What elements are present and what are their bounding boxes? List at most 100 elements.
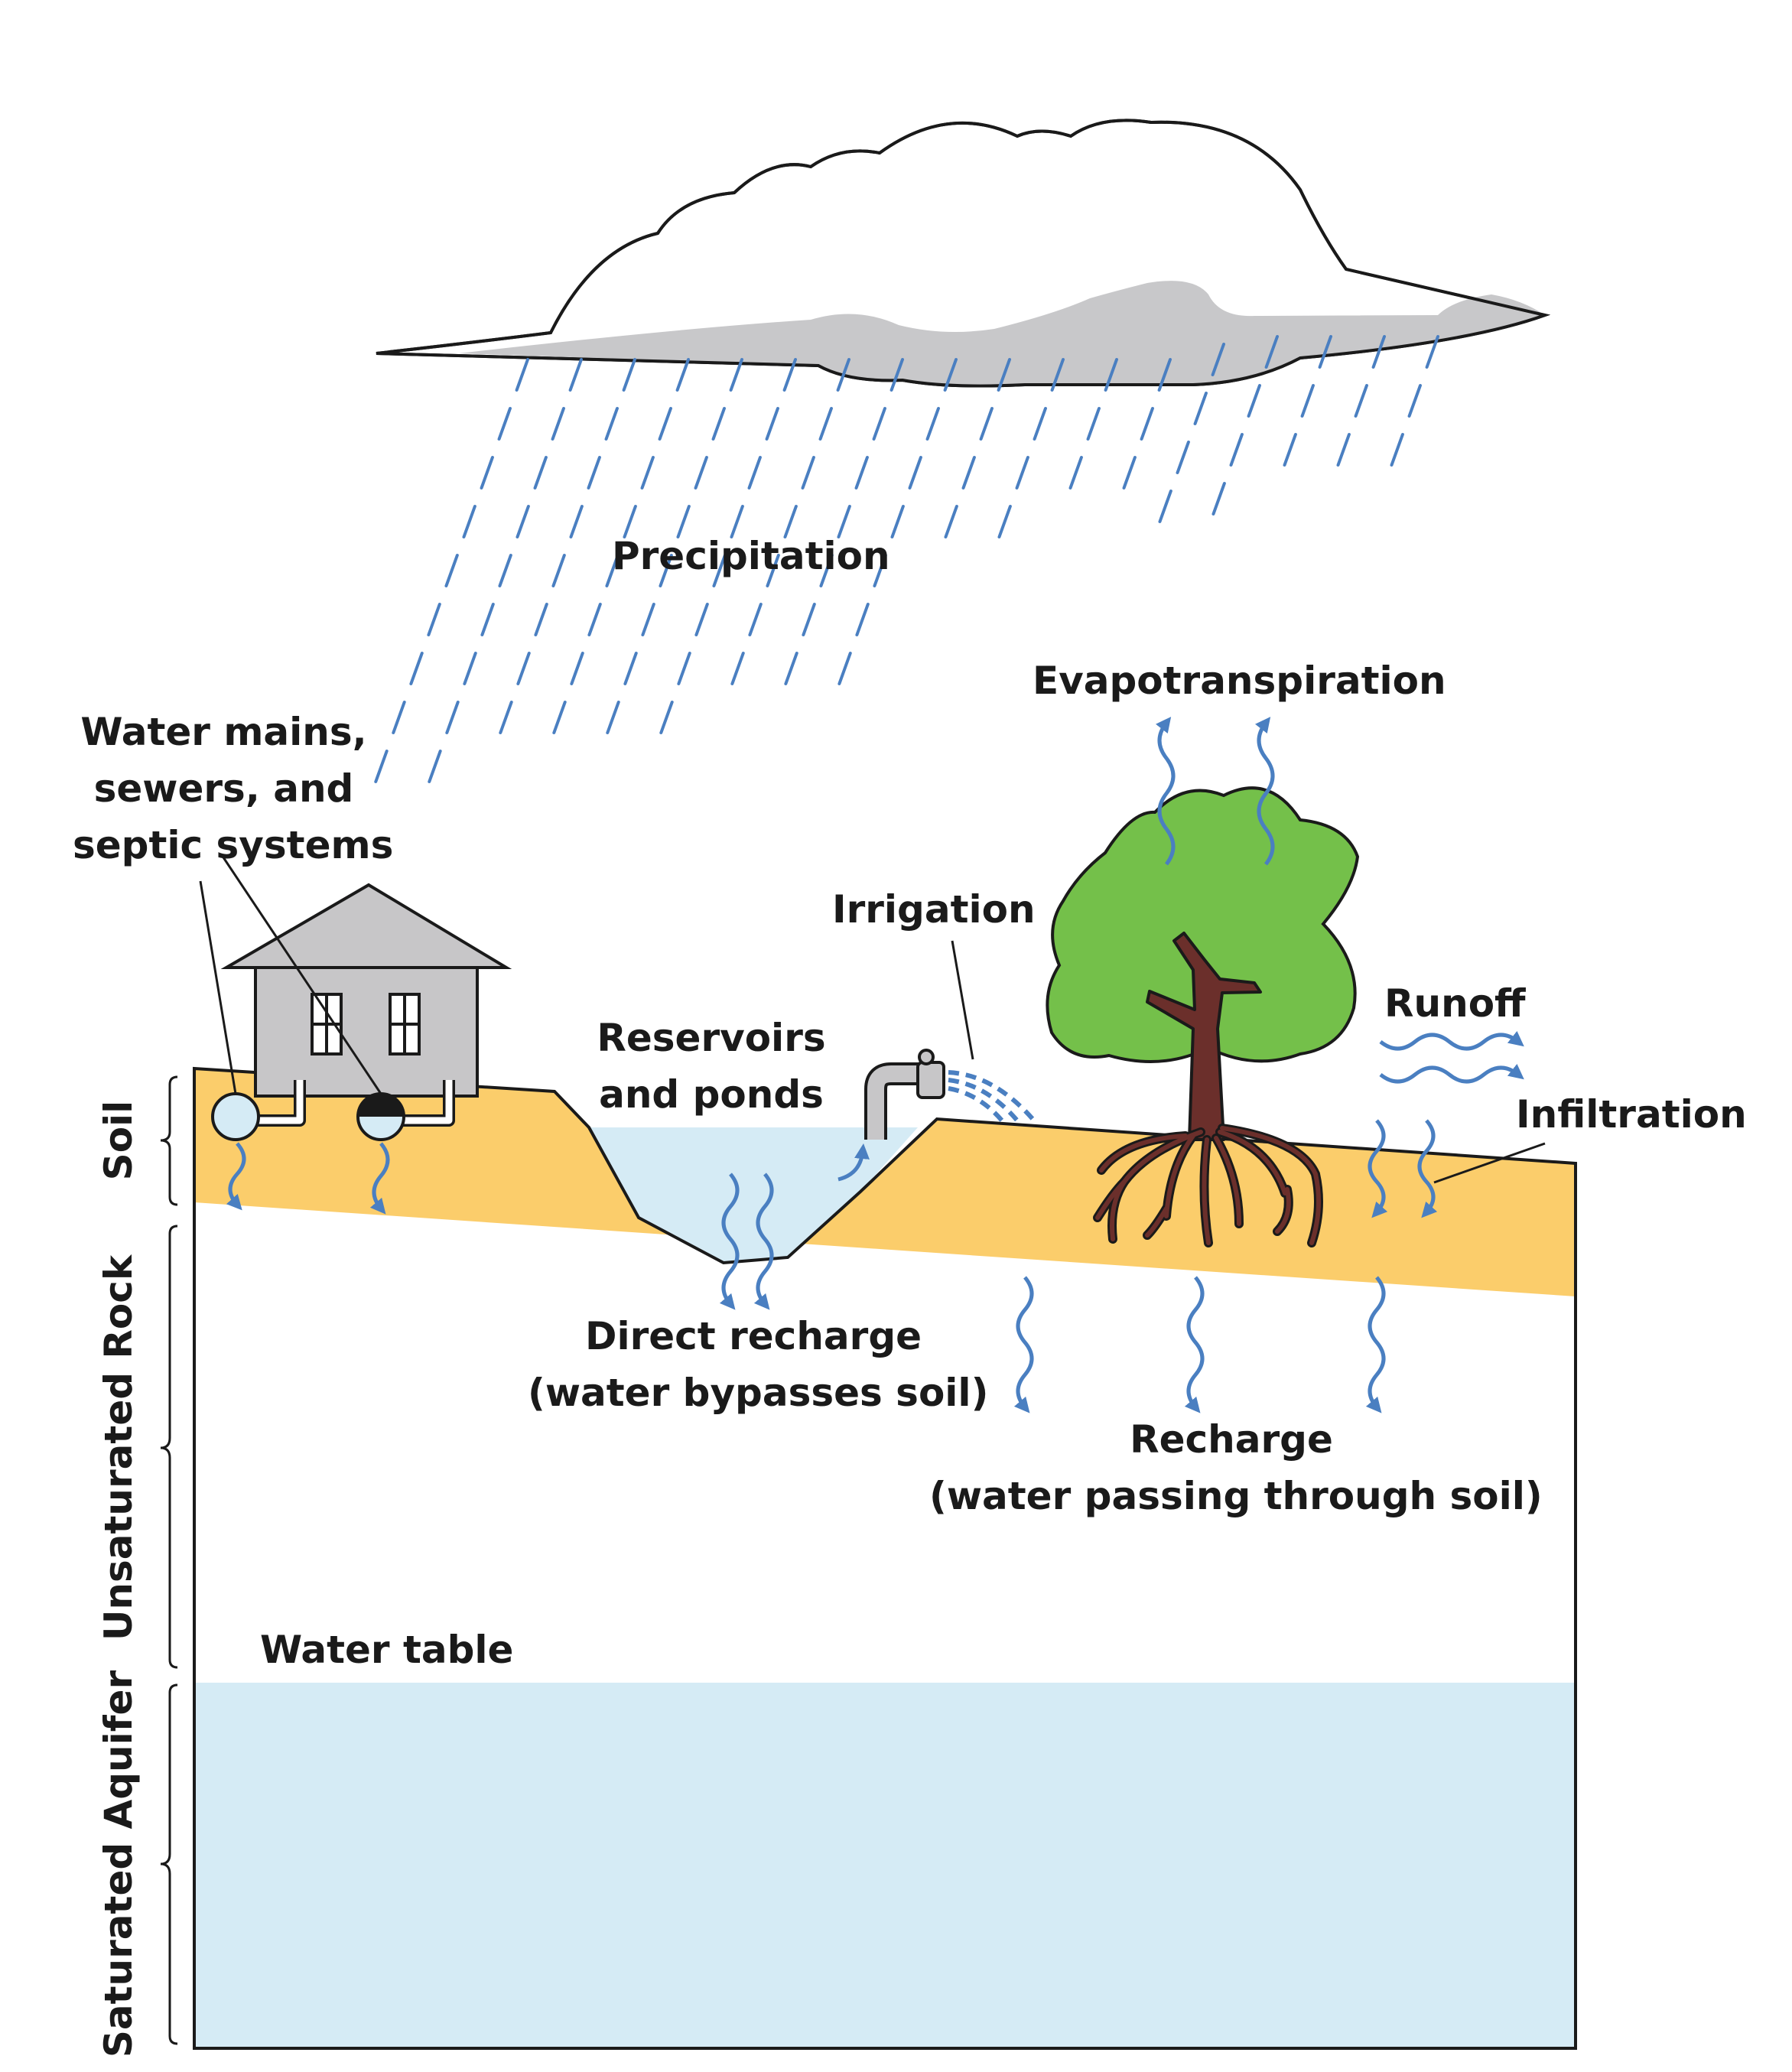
label-water-table: Water table	[260, 1628, 514, 1672]
rain-streak	[925, 407, 940, 441]
rain-streak	[515, 358, 529, 392]
label-reservoirs-line1: Reservoirs	[597, 1016, 826, 1060]
rain-streak	[1407, 384, 1422, 418]
layer-braces	[160, 1075, 178, 2045]
runoff-arrow	[1379, 1063, 1524, 1084]
rain-streak	[675, 358, 690, 392]
rain-streak	[1068, 456, 1083, 490]
rain-streak	[1015, 456, 1029, 490]
rain-streak	[641, 603, 655, 636]
rain-streak	[730, 505, 744, 538]
rain-streak	[569, 505, 584, 538]
rain-streak	[979, 407, 994, 441]
rain-streak	[818, 407, 833, 441]
cloud-outline	[376, 119, 1551, 388]
saturated-aquifer-zone	[194, 1683, 1576, 2048]
rain-streak	[499, 701, 513, 734]
rain-streak	[428, 750, 442, 783]
faucet-head	[916, 1061, 945, 1099]
rain-streak	[605, 554, 620, 587]
saturated-aquifer-brace	[160, 1683, 178, 2045]
label-direct-recharge: Direct recharge (water bypasses soil)	[528, 1308, 989, 1421]
rain-streak	[1157, 358, 1172, 392]
rain-streak	[1264, 335, 1279, 369]
rain-streak	[427, 603, 441, 636]
house-window-left	[311, 993, 343, 1056]
rain-streak	[873, 554, 887, 587]
pipe-leak-arrow	[226, 1142, 246, 1211]
rain-streak	[606, 701, 620, 734]
layer-label-soil: Soil	[96, 1100, 141, 1181]
rain-streak	[694, 603, 709, 636]
rain-streak	[534, 603, 548, 636]
rain-streak	[533, 456, 548, 490]
rain-streak	[1300, 384, 1315, 418]
rain-streak	[1425, 335, 1439, 369]
rain-streak	[1229, 433, 1244, 467]
pipe-leak-arrow	[369, 1142, 390, 1215]
rain-streak	[640, 456, 655, 490]
cloud-shade	[459, 281, 1545, 386]
irrigation-to-pond-arrow	[837, 1143, 870, 1182]
rain-streak	[568, 358, 583, 392]
rain-streak	[445, 701, 460, 734]
leader-water-main	[199, 880, 237, 1095]
rain-streak	[872, 407, 886, 441]
tree-canopy	[1046, 786, 1360, 1063]
rain-streak	[587, 603, 602, 636]
label-runoff: Runoff	[1384, 981, 1526, 1026]
leader-lines	[199, 854, 1546, 1184]
rain-streak	[1176, 441, 1190, 474]
label-direct-recharge-line1: Direct recharge	[584, 1314, 922, 1358]
rain-streak	[676, 505, 691, 538]
rain-streak	[730, 652, 745, 685]
rain-streak	[498, 554, 512, 587]
label-infiltration: Infiltration	[1516, 1092, 1747, 1137]
rain-streak	[1247, 384, 1261, 418]
label-reservoirs-line2: and ponds	[599, 1072, 824, 1117]
house-roof	[220, 883, 512, 969]
rain-streak	[1354, 384, 1368, 418]
evapotranspiration-arrow	[1155, 717, 1176, 866]
label-precipitation: Precipitation	[612, 534, 890, 578]
rain-streak	[551, 407, 565, 441]
rain-streak	[516, 652, 531, 685]
label-reservoirs: Reservoirs and ponds	[589, 1010, 834, 1123]
rain-streak	[1283, 433, 1297, 467]
rain-streak	[766, 554, 780, 587]
label-direct-recharge-line2: (water bypasses soil)	[528, 1371, 989, 1415]
rain-streak	[409, 652, 424, 685]
leader-irrigation	[951, 940, 974, 1060]
rain-streak	[659, 701, 674, 734]
rain-streak	[374, 750, 389, 783]
infiltration-arrow	[1417, 1119, 1438, 1218]
rain-streak	[480, 603, 495, 636]
rain-streak	[497, 407, 512, 441]
leader-infiltration	[1433, 1142, 1546, 1184]
evapotranspiration-arrow	[1254, 717, 1275, 866]
rain-streak	[1140, 407, 1154, 441]
rain-streak	[837, 505, 851, 538]
ground-outline	[193, 1066, 1577, 2050]
rain-streak	[444, 554, 459, 587]
soil-layer	[194, 1069, 1576, 1296]
rain-streak	[854, 456, 869, 490]
unsaturated-rock-brace	[160, 1225, 178, 1669]
rain-streak	[961, 456, 976, 490]
ground-block	[193, 1066, 1577, 2050]
soil-brace	[160, 1075, 178, 1206]
tree	[1046, 786, 1360, 1247]
layer-label-saturated-aquifer: Saturated Aquifer	[96, 1670, 141, 2058]
rain-streak	[587, 456, 601, 490]
rain-streak	[997, 505, 1012, 538]
rain-streak	[552, 701, 567, 734]
rain-streak	[1033, 407, 1047, 441]
rain-streak	[1390, 433, 1404, 467]
recharge-arrow	[1184, 1276, 1205, 1413]
rain-streak	[819, 554, 834, 587]
rain-streak	[551, 554, 566, 587]
label-water-mains: Water mains, sewers, and septic systems	[73, 704, 393, 873]
rain-streak	[747, 456, 762, 490]
infiltration-arrow	[1368, 1119, 1388, 1218]
water-main-circle	[211, 1092, 260, 1141]
